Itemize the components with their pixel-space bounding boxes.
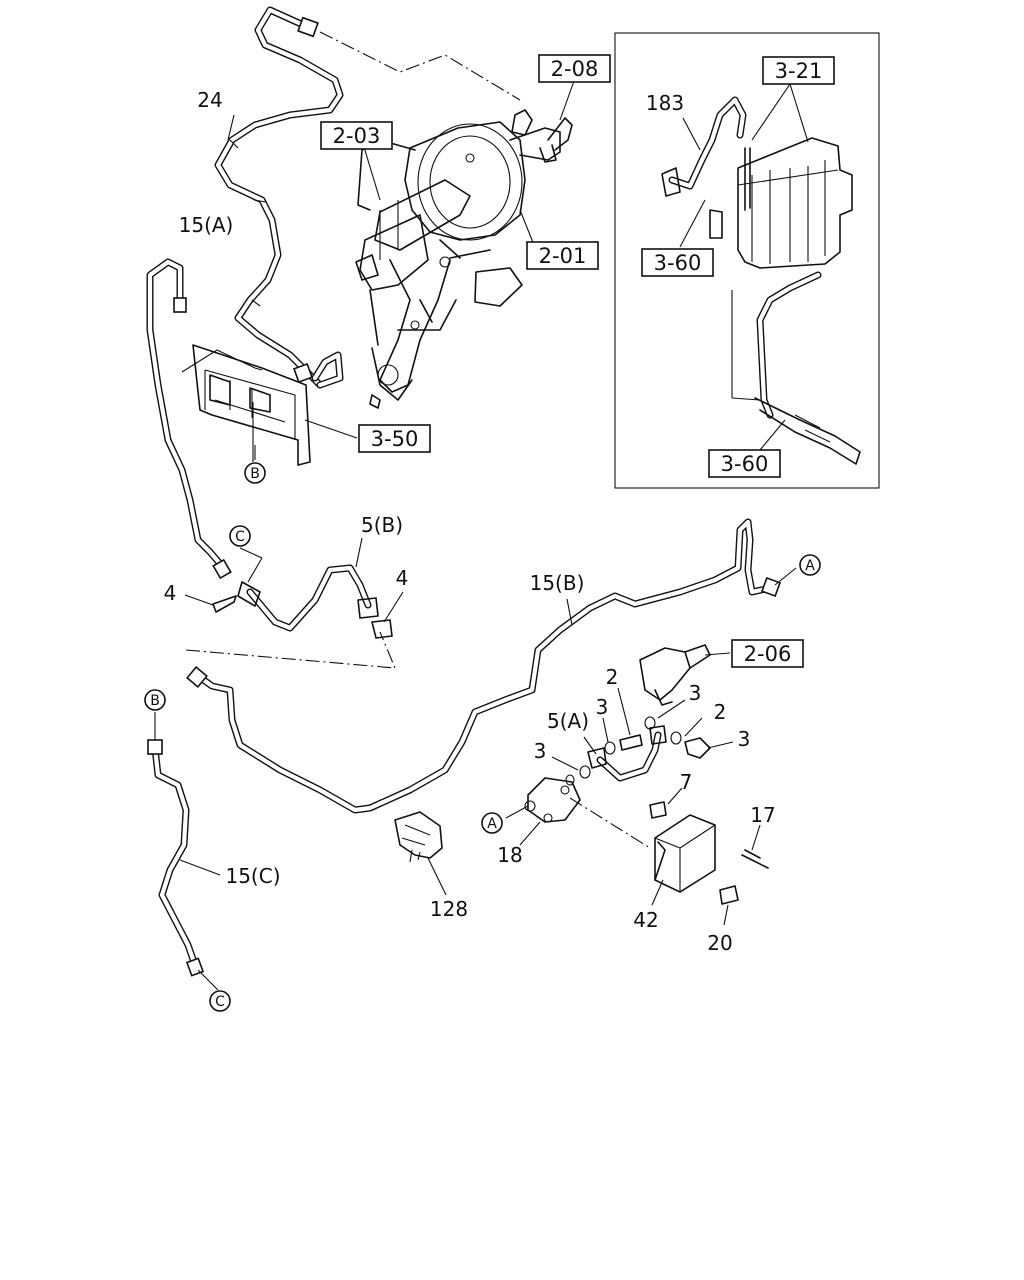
part-label-18: 18	[497, 843, 522, 867]
part-label-128: 128	[430, 897, 468, 921]
reservoir-tank	[709, 137, 853, 269]
part-128	[394, 811, 443, 863]
ref-box-text: 2-06	[744, 642, 792, 666]
pipe-24	[214, 6, 344, 389]
part-label-5a: 5(A)	[547, 709, 589, 733]
part-label-17: 17	[750, 803, 775, 827]
ref-box-text: 3-50	[371, 427, 419, 451]
part-label-7: 7	[680, 770, 693, 794]
part-label-3-mid: 3	[596, 695, 609, 719]
leader-lines	[154, 80, 809, 991]
marker-text: A	[805, 558, 815, 574]
marker-a-right: A	[799, 554, 821, 576]
hose-183	[661, 96, 747, 197]
part-label-5b: 5(B)	[361, 513, 403, 537]
ref-box-3-50: 3-50	[358, 424, 431, 453]
part-label-4-left: 4	[164, 581, 177, 605]
marker-text: B	[150, 693, 160, 709]
marker-b-lower: B	[144, 689, 166, 711]
marker-b-upper: B	[244, 462, 266, 484]
ref-box-2-03: 2-03	[320, 121, 393, 150]
marker-c-upper: C	[229, 525, 251, 547]
part-label-2-upper: 2	[606, 665, 619, 689]
valve-2-06	[639, 644, 711, 706]
ref-box-2-01: 2-01	[526, 241, 599, 270]
nut-7	[649, 801, 667, 819]
reservoir-outlet-hose	[731, 271, 861, 465]
part-label-3-right-upper: 3	[689, 681, 702, 705]
pipe-15b	[186, 518, 781, 814]
ref-box-3-60-lower: 3-60	[708, 449, 781, 478]
ref-box-2-06: 2-06	[731, 639, 804, 668]
part-label-2-lower: 3	[738, 727, 751, 751]
ref-box-2-08: 2-08	[538, 54, 611, 83]
marker-text: A	[487, 816, 497, 832]
part-label-4-right: 4	[396, 566, 409, 590]
part-label-15b: 15(B)	[530, 571, 585, 595]
ref-box-text: 3-60	[721, 452, 769, 476]
block-42	[654, 814, 716, 893]
part-label-24: 24	[197, 88, 222, 112]
pipe-15a	[146, 258, 232, 580]
part-label-42: 42	[633, 908, 658, 932]
marker-a-left: A	[481, 812, 503, 834]
marker-text: C	[235, 529, 245, 545]
part-label-20: 20	[707, 931, 732, 955]
marker-c-lower: C	[209, 990, 231, 1012]
part-label-3-left: 3	[534, 739, 547, 763]
ref-box-text: 2-08	[551, 57, 599, 81]
leader-18-42	[569, 797, 651, 849]
ref-box-text: 3-60	[654, 251, 702, 275]
inset-frame	[614, 32, 880, 489]
pipe-15c	[147, 739, 205, 977]
leader-5b	[185, 631, 396, 669]
ref-box-text: 2-03	[333, 124, 381, 148]
nut-20	[719, 885, 739, 905]
bolt-17	[741, 849, 769, 869]
marker-text: C	[215, 994, 225, 1010]
ref-box-3-60-upper: 3-60	[641, 248, 714, 277]
part-label-15a: 15(A)	[179, 213, 234, 237]
ref-box-text: 2-01	[539, 244, 587, 268]
bracket-3-50	[181, 344, 311, 466]
pipe-5a	[587, 725, 667, 782]
bracket-18	[524, 777, 581, 823]
ref-box-3-21: 3-21	[762, 56, 835, 85]
fasteners-2-3	[565, 716, 711, 786]
pedal-assembly	[355, 109, 573, 409]
part-label-3-right-lower: 2	[714, 700, 727, 724]
part-label-183: 183	[646, 91, 684, 115]
ref-box-text: 3-21	[775, 59, 823, 83]
marker-text: B	[250, 466, 260, 482]
part-label-15c: 15(C)	[225, 864, 280, 888]
pipe-5b	[212, 564, 393, 639]
leader-24-to-2-08	[319, 31, 521, 101]
